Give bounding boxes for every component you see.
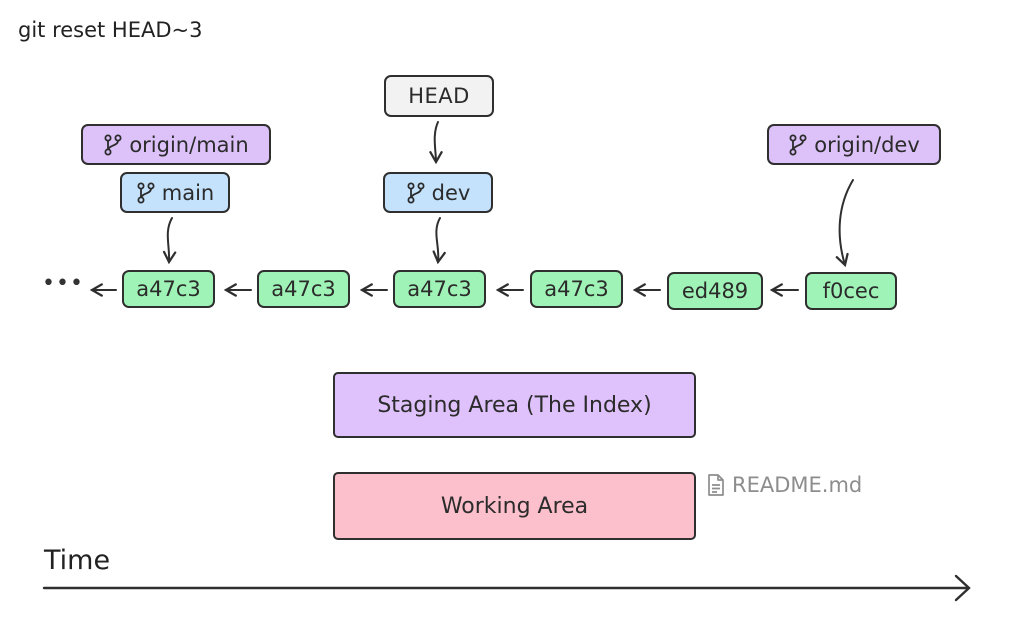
commit-5: ed489 [667,272,763,310]
head-label: HEAD [408,84,470,108]
ref-origin-dev: origin/dev [767,124,941,165]
history-ellipsis: ••• [42,271,84,296]
arrow-main-to-commit [162,217,177,265]
commit-hash: a47c3 [407,277,472,301]
ref-main: main [120,172,230,213]
ref-origin-dev-label: origin/dev [814,132,920,157]
ref-dev: dev [383,172,493,213]
commit-1: a47c3 [122,270,215,308]
file-readme: README.md [707,473,862,497]
time-label: Time [44,545,111,576]
branch-icon [137,182,155,203]
file-icon [708,474,724,496]
commit-hash: a47c3 [271,277,336,301]
ref-origin-main-label: origin/main [129,132,249,157]
commit-3: a47c3 [393,270,486,308]
commit-hash: f0cec [822,279,880,303]
staging-area: Staging Area (The Index) [333,372,696,438]
working-area-label: Working Area [440,493,589,519]
commit-6: f0cec [805,272,897,310]
arrow-dev-to-commit [432,217,446,265]
working-area: Working Area [333,472,696,540]
branch-icon [104,134,122,155]
command-title: git reset HEAD~3 [18,18,203,42]
commit-4: a47c3 [530,270,623,308]
ref-origin-main: origin/main [81,124,271,165]
commit-hash: ed489 [681,279,749,303]
head-pointer: HEAD [384,75,494,117]
ref-dev-label: dev [431,180,471,205]
branch-icon [789,134,807,155]
commit-hash: a47c3 [136,277,201,301]
file-readme-label: README.md [732,473,863,497]
branch-icon [407,182,425,203]
time-axis-arrowhead [954,574,971,602]
arrow-head-to-dev [429,121,443,165]
staging-area-label: Staging Area (The Index) [377,392,652,418]
arrow-origin-dev-to-commit [835,179,854,268]
commit-2: a47c3 [257,270,350,308]
ref-main-label: main [161,180,215,205]
commit-hash: a47c3 [544,277,609,301]
